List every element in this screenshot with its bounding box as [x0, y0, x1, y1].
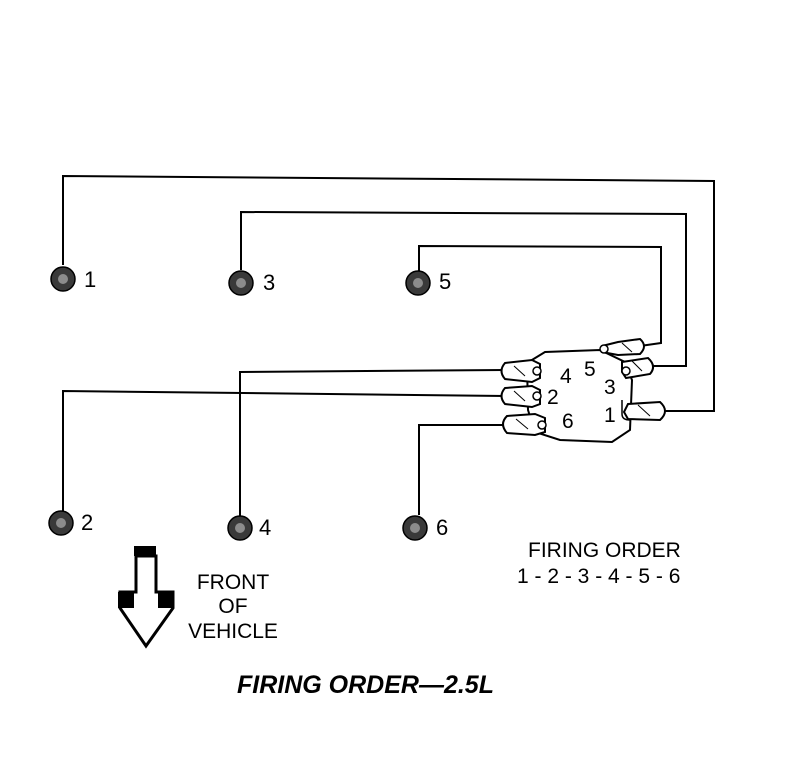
firing-order-sequence: 1 - 2 - 3 - 4 - 5 - 6 [517, 565, 680, 588]
boot-left-bottom [502, 412, 547, 437]
front-arrow-icon [118, 546, 175, 649]
boot-right-top [599, 337, 645, 357]
spark-plug-1: 1 [50, 266, 96, 292]
cap-label-3: 3 [604, 376, 616, 399]
spark-plug-3: 3 [228, 270, 275, 296]
cap-label-6: 6 [562, 410, 574, 433]
cap-label-4: 4 [560, 365, 572, 388]
plug-label-1: 1 [84, 267, 96, 292]
plug-label-4: 4 [259, 515, 271, 540]
cap-label-5: 5 [584, 358, 596, 381]
boot-left-top [500, 358, 542, 384]
front-label-line3: VEHICLE [188, 620, 278, 643]
boot-right-bottom [621, 400, 666, 422]
firing-order-heading: FIRING ORDER [528, 539, 681, 562]
plug-label-2: 2 [81, 510, 93, 535]
plug-label-6: 6 [436, 515, 448, 540]
wire-plug-2 [62, 389, 506, 512]
wire-plug-4 [239, 369, 506, 516]
wire-plug-6 [418, 424, 506, 515]
spark-plug-5: 5 [405, 269, 451, 296]
wire-plug-5 [418, 244, 662, 347]
plug-label-5: 5 [439, 269, 451, 294]
cap-label-2: 2 [547, 386, 559, 409]
front-label-line2: OF [218, 595, 247, 618]
cap-label-1: 1 [604, 404, 616, 427]
spark-plug-2: 2 [48, 510, 93, 536]
wire-plug-3 [240, 210, 687, 367]
boot-right-middle [621, 356, 654, 380]
wire-plug-1 [62, 174, 715, 412]
distributor-cap: 4 5 2 3 6 1 [500, 337, 666, 444]
plug-label-3: 3 [263, 270, 275, 295]
boot-left-middle [500, 384, 542, 409]
front-label-line1: FRONT [197, 571, 269, 594]
spark-plug-6: 6 [402, 515, 448, 541]
diagram-caption: FIRING ORDER—2.5L [237, 671, 494, 699]
spark-plug-4: 4 [227, 515, 271, 541]
